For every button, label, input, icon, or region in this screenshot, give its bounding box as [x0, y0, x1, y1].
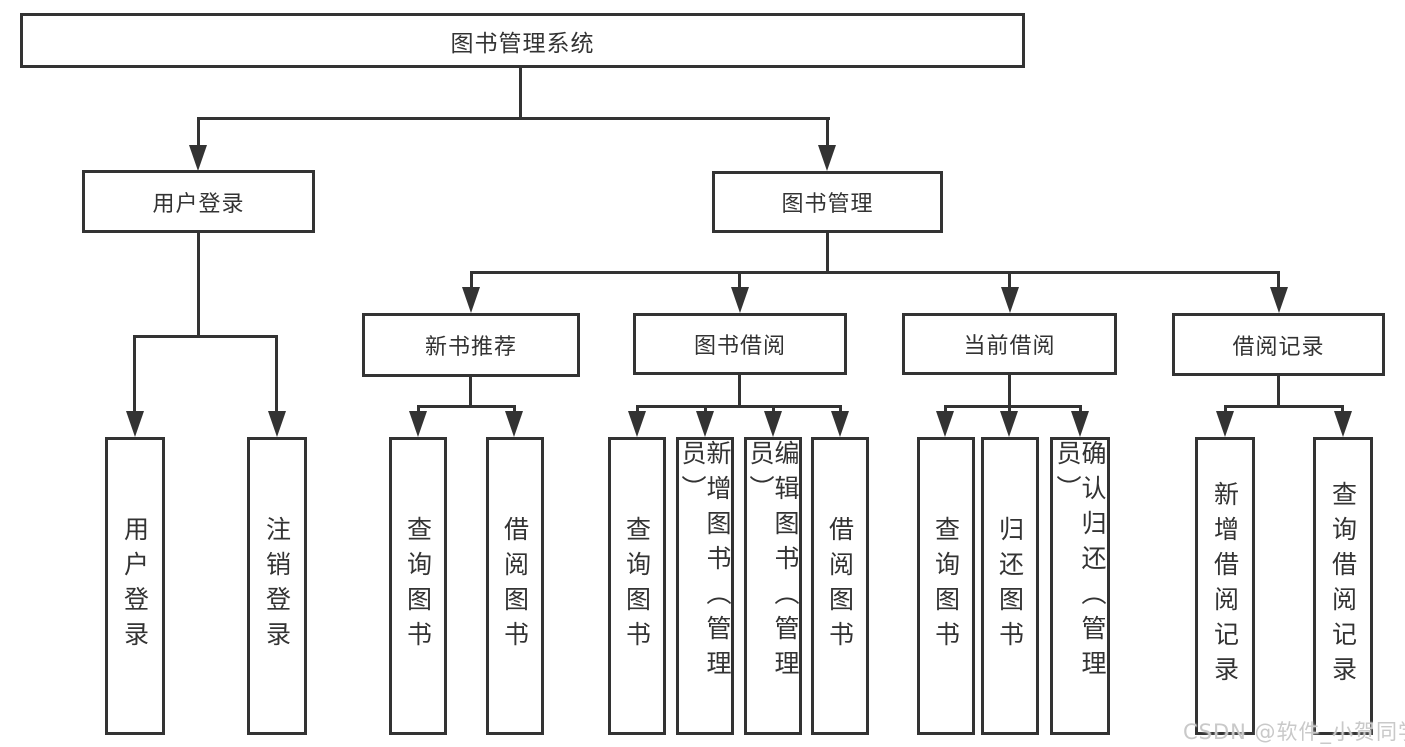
connector-line — [826, 117, 829, 147]
node-user-login: 用户登录 — [82, 170, 315, 233]
node-borrow-record: 借阅记录 — [1172, 313, 1385, 376]
connector-line — [944, 405, 947, 415]
arrow-down-icon — [1334, 411, 1352, 437]
connector-line — [1341, 405, 1344, 415]
arrow-down-icon — [505, 411, 523, 437]
node-label: 图书借阅 — [693, 334, 786, 359]
connector-line — [1277, 271, 1280, 289]
node-label: 新增图书（管理员） — [678, 440, 732, 685]
connector-line — [197, 117, 830, 120]
node-book-borrow: 图书借阅 — [633, 313, 847, 375]
arrow-down-icon — [126, 411, 144, 437]
arrow-down-icon — [936, 411, 954, 437]
arrow-down-icon — [1071, 411, 1089, 437]
connector-line — [197, 233, 200, 338]
arrow-down-icon — [731, 287, 749, 313]
connector-line — [1079, 405, 1082, 415]
connector-line — [513, 405, 516, 415]
connector-line — [636, 405, 639, 415]
connector-line — [469, 377, 472, 408]
node-user-login-leaf: 用户登录 — [105, 437, 165, 735]
connector-line — [636, 405, 842, 408]
connector-line — [133, 335, 278, 338]
connector-line — [417, 405, 516, 408]
connector-line — [738, 271, 741, 289]
arrow-down-icon — [831, 411, 849, 437]
node-label: 用户登录 — [152, 191, 245, 217]
node-cb-return-book: 归还图书 — [981, 437, 1039, 735]
arrow-down-icon — [818, 145, 836, 171]
node-label: 注销登录 — [262, 516, 292, 656]
connector-line — [839, 405, 842, 415]
connector-line — [197, 117, 200, 147]
node-label: 借阅图书 — [500, 516, 530, 656]
connector-line — [1008, 271, 1011, 289]
node-book-management: 图书管理 — [712, 171, 943, 233]
node-label: 查询图书 — [403, 516, 433, 656]
node-bb-borrow-book: 借阅图书 — [811, 437, 869, 735]
node-label: 借阅记录 — [1232, 334, 1325, 360]
node-label: 借阅图书 — [825, 516, 855, 656]
node-cb-query-book: 查询图书 — [917, 437, 975, 735]
arrow-down-icon — [628, 411, 646, 437]
node-label: 图书管理系统 — [450, 30, 595, 57]
connector-line — [772, 405, 775, 415]
connector-line — [133, 335, 136, 413]
node-label: 用户登录 — [120, 516, 150, 656]
node-br-query-record: 查询借阅记录 — [1313, 437, 1373, 735]
arrow-down-icon — [268, 411, 286, 437]
arrow-down-icon — [1000, 411, 1018, 437]
connector-line — [738, 375, 741, 408]
node-label: 查询图书 — [931, 516, 961, 656]
node-bb-query-book: 查询图书 — [608, 437, 666, 735]
node-label: 编辑图书（管理员） — [746, 440, 800, 685]
connector-line — [1277, 376, 1280, 408]
node-current-borrow: 当前借阅 — [902, 313, 1117, 375]
node-label: 新书推荐 — [424, 335, 517, 360]
connector-line — [470, 271, 1280, 274]
node-br-add-record: 新增借阅记录 — [1195, 437, 1255, 735]
arrow-down-icon — [462, 287, 480, 313]
arrow-down-icon — [1001, 287, 1019, 313]
connector-line — [519, 68, 522, 120]
connector-line — [1224, 405, 1344, 408]
connector-line — [704, 405, 707, 415]
node-new-book-recommend: 新书推荐 — [362, 313, 580, 377]
connector-line — [417, 405, 420, 415]
node-label: 新增借阅记录 — [1210, 481, 1240, 691]
node-label: 图书管理 — [781, 192, 874, 217]
node-bb-edit-book-admin: 编辑图书（管理员） — [744, 437, 802, 735]
arrow-down-icon — [409, 411, 427, 437]
arrow-down-icon — [1270, 287, 1288, 313]
connector-line — [826, 233, 829, 274]
arrow-down-icon — [764, 411, 782, 437]
connector-line — [944, 405, 1082, 408]
node-label: 查询借阅记录 — [1328, 481, 1358, 691]
connector-line — [470, 271, 473, 289]
node-label: 查询图书 — [622, 516, 652, 656]
node-label: 归还图书 — [995, 516, 1025, 656]
node-cb-confirm-return-admin: 确认归还（管理员） — [1050, 437, 1110, 735]
node-label: 当前借阅 — [963, 334, 1056, 359]
csdn-watermark: CSDN @软件_小贺同学 — [1183, 720, 1405, 744]
arrow-down-icon — [189, 145, 207, 171]
node-bb-add-book-admin: 新增图书（管理员） — [676, 437, 734, 735]
arrow-down-icon — [1216, 411, 1234, 437]
connector-line — [275, 335, 278, 413]
arrow-down-icon — [696, 411, 714, 437]
node-library-management-system: 图书管理系统 — [20, 13, 1025, 68]
node-nb-borrow-book: 借阅图书 — [486, 437, 544, 735]
node-logout-leaf: 注销登录 — [247, 437, 307, 735]
node-nb-query-book: 查询图书 — [389, 437, 447, 735]
connector-line — [1224, 405, 1227, 415]
node-label: 确认归还（管理员） — [1053, 440, 1107, 685]
connector-line — [1008, 405, 1011, 415]
connector-line — [1008, 375, 1011, 408]
